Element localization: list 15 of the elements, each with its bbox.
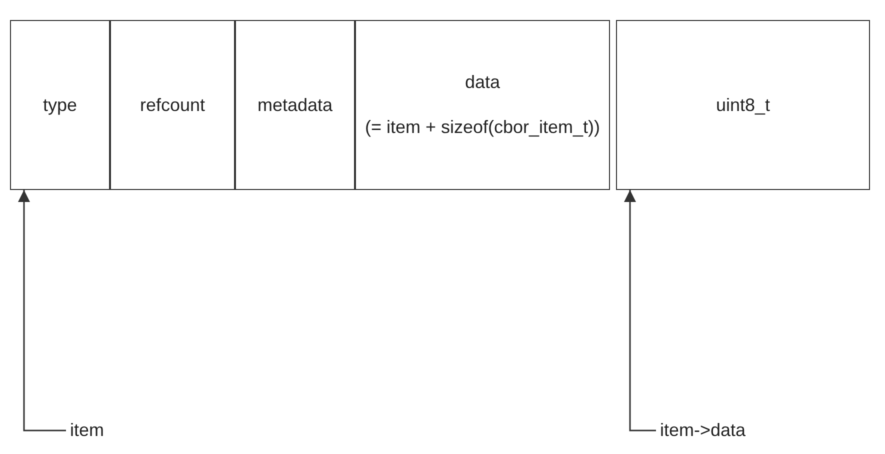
pointer-arrow (18, 190, 66, 432)
memory-field (235, 20, 355, 190)
field-name: uint8_t (716, 94, 770, 116)
pointer-label: item->data (660, 420, 746, 441)
field-name: metadata (257, 94, 333, 116)
field-name: type (42, 94, 78, 116)
pointer-arrow (624, 190, 656, 432)
memory-field (355, 20, 610, 190)
memory-field (10, 20, 110, 190)
field-name: data (464, 72, 500, 93)
buffer-field (616, 20, 870, 190)
pointer-label: item (70, 420, 104, 441)
field-name: refcount (140, 94, 206, 116)
memory-field (110, 20, 235, 190)
field-note: (= item + sizeof(cbor_item_t)) (364, 117, 600, 138)
